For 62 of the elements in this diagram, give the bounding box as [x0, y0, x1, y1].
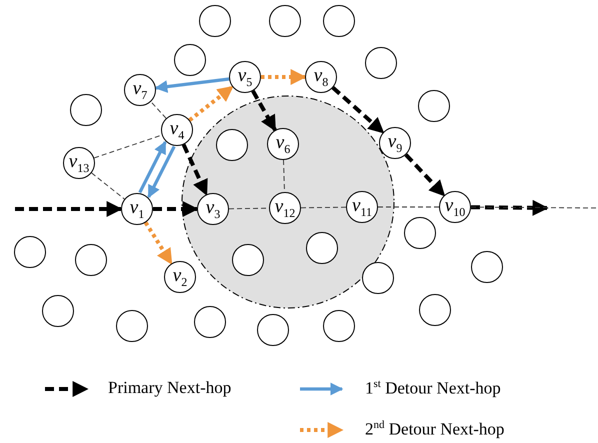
node-circle — [124, 74, 156, 106]
node-circle — [116, 310, 148, 342]
arrow — [147, 146, 176, 198]
arrow — [404, 153, 446, 197]
node-circle — [63, 147, 95, 179]
node-label: v$_{1}$ — [130, 198, 144, 220]
node-circle — [362, 262, 394, 294]
connector-line — [378, 206, 440, 208]
node-label: v$_{5}$ — [238, 66, 252, 88]
legend-text: 2$^{nd}$ Detour Next-hop — [365, 419, 504, 440]
node-label: v$_{7}$ — [132, 79, 148, 101]
arrow — [153, 201, 199, 217]
node-label: v$_{8}$ — [314, 66, 328, 88]
node-label: v$_{9}$ — [388, 132, 402, 154]
node-circle — [174, 44, 206, 76]
node-circle — [42, 295, 74, 327]
node-circle — [14, 236, 46, 268]
node-label: v$_{3}$ — [206, 198, 220, 220]
arrow — [261, 69, 307, 85]
node-label: v$_{2}$ — [172, 266, 188, 288]
node-circle — [70, 94, 102, 126]
connector-line — [91, 172, 125, 200]
arrow — [144, 221, 174, 265]
node-circle — [323, 5, 355, 37]
legend-text: 1$^{st}$ Detour Next-hop — [365, 378, 501, 399]
node-circle — [121, 193, 153, 225]
node-circle — [471, 251, 503, 283]
node-circle — [75, 244, 107, 276]
connector-line — [94, 134, 162, 158]
node-label: v$_{4}$ — [170, 119, 184, 141]
node-circle — [269, 5, 301, 37]
node-circle — [418, 90, 450, 122]
node-circle — [365, 47, 397, 79]
node-circle — [257, 314, 289, 346]
arrow — [332, 86, 384, 134]
node-label: v$_{10}$ — [444, 196, 466, 218]
node-label: v$_{12}$ — [274, 197, 296, 219]
arrow — [154, 77, 230, 93]
node-circle — [161, 114, 193, 146]
node-circle — [323, 310, 355, 342]
node-circle — [199, 5, 231, 37]
node-label: v$_{11}$ — [352, 196, 372, 218]
node-circle — [404, 217, 436, 249]
node-label: v$_{6}$ — [276, 133, 290, 155]
node-circle — [439, 191, 471, 223]
node-circle — [305, 61, 337, 93]
node-circle — [419, 294, 451, 326]
arrow — [188, 85, 234, 122]
arrow — [470, 200, 549, 216]
legend-text: Primary Next-hop — [108, 378, 232, 398]
connector-line — [470, 206, 598, 208]
arrow — [182, 144, 208, 196]
node-circle — [379, 127, 411, 159]
node-circle — [194, 306, 226, 338]
connector-line — [300, 206, 346, 208]
connector-line — [150, 101, 167, 119]
arrow — [251, 90, 277, 132]
arrow — [15, 201, 123, 217]
arrow — [138, 140, 167, 194]
node-circle — [229, 61, 261, 93]
node-label: v$_{13}$ — [68, 152, 90, 174]
node-circle — [164, 261, 196, 293]
